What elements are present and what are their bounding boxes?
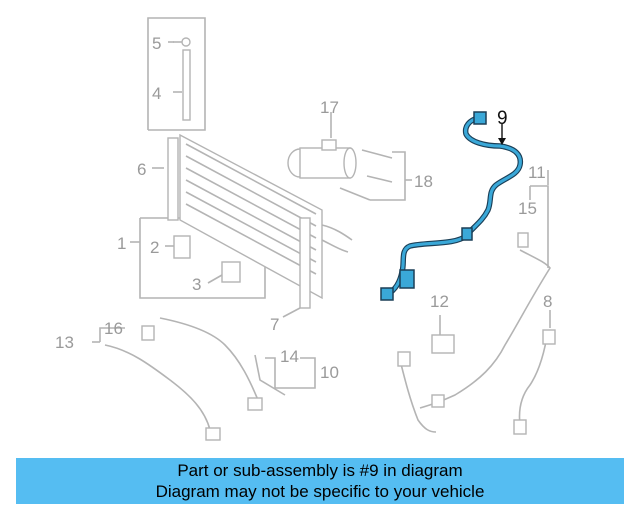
callout-7: 7 <box>270 315 279 334</box>
hose-part-9 <box>380 111 524 301</box>
callout-9: 9 <box>497 108 508 129</box>
callout-12: 12 <box>430 292 449 311</box>
callout-15: 15 <box>518 199 537 218</box>
lower-right-lines <box>397 170 556 435</box>
condenser-assembly <box>139 17 353 309</box>
banner-line-1: Part or sub-assembly is #9 in diagram <box>177 461 463 480</box>
callout-1: 1 <box>117 234 126 253</box>
receiver-dryer <box>173 37 191 121</box>
callout-10: 10 <box>320 363 339 382</box>
callout-2: 2 <box>150 238 159 257</box>
callout-5: 5 <box>152 34 161 53</box>
compressor <box>287 118 357 179</box>
callout-16: 16 <box>104 319 123 338</box>
info-banner: Part or sub-assembly is #9 in diagram Di… <box>16 458 624 504</box>
callout-18: 18 <box>414 172 433 191</box>
lower-left-lines <box>92 317 316 441</box>
bolts <box>339 149 412 201</box>
banner-line-2: Diagram may not be specific to your vehi… <box>155 482 485 501</box>
callout-17: 17 <box>320 98 339 117</box>
callout-4: 4 <box>152 84 161 103</box>
parts-diagram: 5 4 6 1 2 3 7 17 18 9 11 15 12 8 13 16 1… <box>55 17 556 441</box>
callout-8: 8 <box>543 292 552 311</box>
callout-14: 14 <box>280 347 299 366</box>
callout-13: 13 <box>55 333 74 352</box>
callout-6: 6 <box>137 160 146 179</box>
callout-11: 11 <box>528 163 546 182</box>
callout-3: 3 <box>192 275 201 294</box>
leader-lines <box>130 41 332 318</box>
